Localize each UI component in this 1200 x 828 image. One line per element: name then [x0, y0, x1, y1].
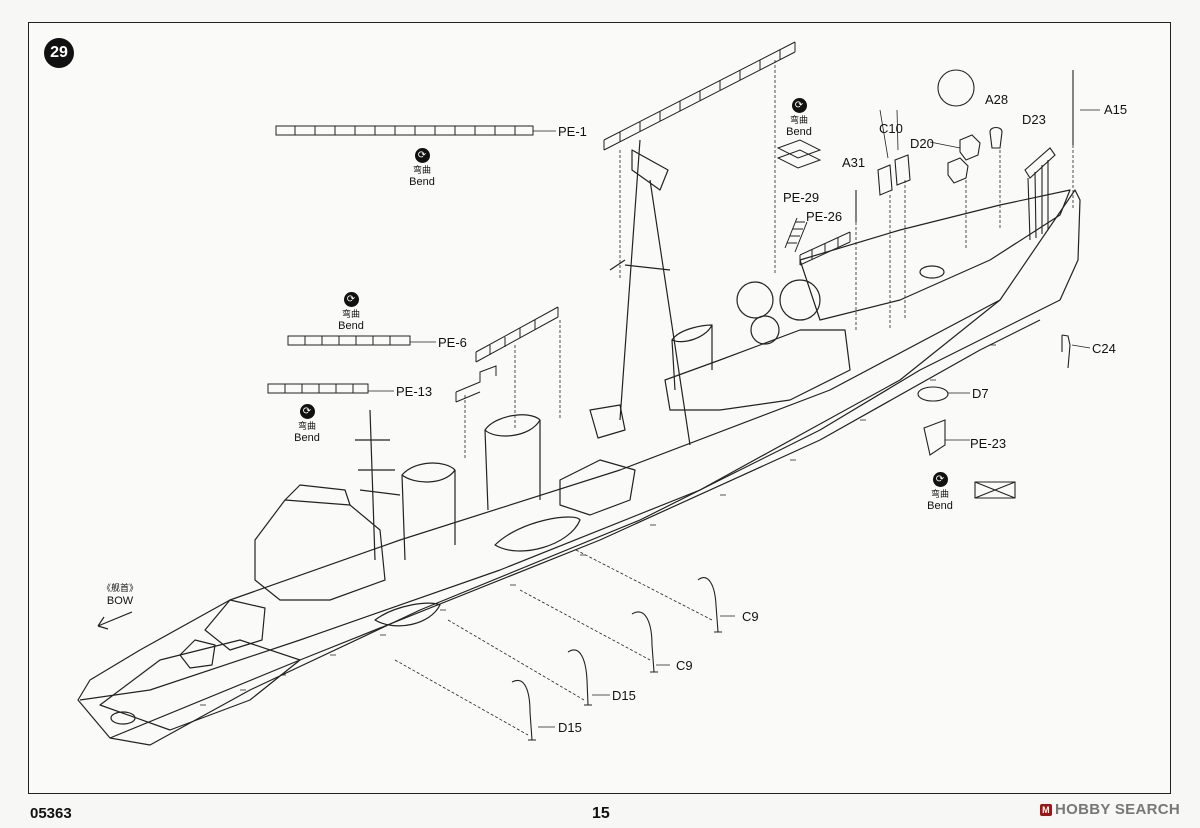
bend-callout-pe6: ⟳ 弯曲 Bend	[321, 292, 381, 332]
part-d23-rack	[1024, 147, 1056, 179]
midship-house	[559, 459, 636, 516]
label-a31: A31	[842, 155, 866, 170]
bend-label-zh: 弯曲	[412, 165, 431, 175]
bend-label-en: Bend	[294, 432, 320, 444]
part-pe23	[923, 419, 946, 456]
label-pe-29: PE-29	[783, 190, 820, 205]
aft-turret-b	[779, 279, 821, 321]
bend-callout-pe23: ⟳ 弯曲 Bend	[910, 472, 970, 512]
part-d15-a	[567, 649, 592, 706]
forward-turret-b	[179, 639, 216, 669]
pe13-railing-bent	[455, 365, 497, 403]
hull-outline	[77, 189, 1081, 746]
pe6-railing-flat	[287, 335, 411, 346]
watermark-text: HOBBY SEARCH	[1055, 801, 1181, 818]
part-d15-b	[511, 679, 536, 741]
bridge-superstructure	[254, 499, 386, 601]
bend-icon: ⟳	[791, 98, 807, 113]
label-a15: A15	[1104, 102, 1128, 117]
label-d15-lower: D15	[558, 720, 582, 735]
bend-label-en: Bend	[409, 176, 435, 188]
label-pe-26: PE-26	[806, 209, 843, 224]
bend-label-en: Bend	[927, 500, 953, 512]
bow-arrow-icon	[97, 611, 133, 630]
mainmast	[609, 139, 691, 446]
part-d23-lines	[1027, 160, 1049, 241]
bridge-top	[284, 484, 351, 506]
fore-funnel	[401, 462, 456, 561]
label-d7: D7	[972, 386, 989, 401]
part-c9-a	[697, 577, 722, 633]
bend-label-en: Bend	[338, 320, 364, 332]
bend-icon: ⟳	[299, 404, 315, 419]
label-a28: A28	[985, 92, 1009, 107]
bend-icon: ⟳	[932, 472, 948, 487]
forward-turret-a	[204, 599, 266, 651]
label-pe-23: PE-23	[970, 436, 1007, 451]
label-c10: C10	[879, 121, 903, 136]
part-pe23-frame	[974, 481, 1016, 499]
aft-turret-c	[750, 315, 780, 345]
a28-callout	[937, 69, 975, 107]
hull-deck-edge	[79, 299, 1001, 701]
bend-callout-pe13: ⟳ 弯曲 Bend	[277, 404, 337, 444]
bend-label-zh: 弯曲	[341, 309, 360, 319]
pe-bend-rack	[776, 139, 822, 169]
foremast	[355, 409, 401, 561]
label-c9-upper: C9	[742, 609, 759, 624]
bow-indicator: 《舰首》 BOW	[100, 582, 140, 608]
bow-label-zh: 《舰首》	[101, 583, 138, 593]
pe13-railing-flat	[267, 383, 369, 394]
bend-label-en: Bend	[786, 126, 812, 138]
pe1-railing-flat	[275, 125, 534, 136]
midship-director	[589, 404, 626, 439]
page-number: 15	[592, 805, 610, 822]
bow-label-en: BOW	[106, 595, 134, 607]
label-d15-upper: D15	[612, 688, 636, 703]
aft-turret-a	[736, 281, 774, 319]
main-funnel	[484, 414, 541, 511]
part-d20-b	[959, 134, 981, 161]
bend-label-zh: 弯曲	[789, 115, 808, 125]
label-d23: D23	[1022, 112, 1046, 127]
watermark-logo-icon: M	[1040, 804, 1052, 816]
part-c10-right	[894, 154, 911, 186]
part-d7-raft	[917, 386, 949, 402]
lifeboat-aft	[494, 516, 581, 552]
part-c10-left	[877, 164, 893, 196]
bend-icon: ⟳	[343, 292, 359, 307]
step-number-badge: 29	[44, 38, 74, 68]
label-d20: D20	[910, 136, 934, 151]
bow-capstan	[110, 711, 136, 725]
bend-label-zh: 弯曲	[930, 489, 949, 499]
porthole-row	[200, 344, 996, 706]
label-pe-1: PE-1	[558, 124, 587, 139]
pe29-ladder	[784, 217, 808, 253]
lifeboat-fwd	[374, 602, 441, 627]
label-pe-13: PE-13	[396, 384, 433, 399]
aft-deckhouse	[664, 329, 851, 411]
quarterdeck	[799, 189, 1071, 321]
quarterdeck-fitting	[919, 265, 945, 279]
label-c9-lower: C9	[676, 658, 693, 673]
bend-callout-pe29: ⟳ 弯曲 Bend	[769, 98, 829, 138]
part-a28	[989, 126, 1003, 149]
bend-icon: ⟳	[414, 148, 430, 163]
bend-label-zh: 弯曲	[297, 421, 316, 431]
aft-tower	[671, 324, 713, 391]
label-c24: C24	[1092, 341, 1116, 356]
part-c24	[1061, 334, 1071, 369]
pe26-railing	[799, 231, 851, 266]
pe1-railing-angled	[603, 41, 796, 151]
pe6-railing-angled	[475, 306, 559, 363]
part-d20-a	[947, 157, 969, 184]
page-code: 05363	[30, 805, 72, 822]
bow-deck	[99, 639, 301, 731]
label-pe-6: PE-6	[438, 335, 467, 350]
part-c9-b	[631, 611, 658, 673]
bend-callout-pe1: ⟳ 弯曲 Bend	[392, 148, 452, 188]
